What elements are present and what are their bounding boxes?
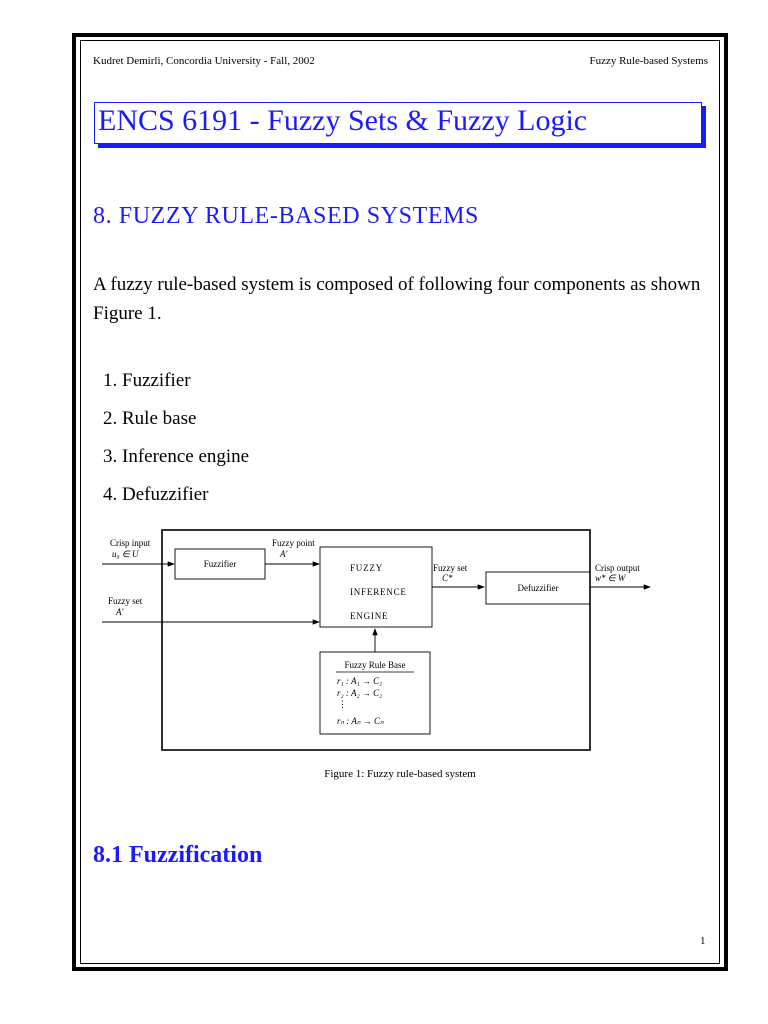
crisp-output-label: Crisp output — [595, 563, 640, 573]
rule-n: rₙ : Aₙ → Cₙ — [337, 716, 384, 726]
engine-label-line3: ENGINE — [350, 611, 388, 621]
list-item: 1. Fuzzifier — [103, 370, 191, 391]
fuzzy-system-diagram: Crisp input u₀ ∈ U Fuzzifier Fuzzy point… — [102, 529, 651, 751]
rule-dots: ⋮ — [338, 699, 347, 709]
fuzzy-point-label: Fuzzy point — [272, 538, 315, 548]
system-boundary — [161, 529, 591, 751]
fuzzy-point-var: A′ — [279, 549, 288, 559]
fuzzy-set-out-var: C* — [442, 573, 453, 583]
rule-base-title: Fuzzy Rule Base — [345, 660, 406, 670]
crisp-input-var: u₀ ∈ U — [112, 549, 139, 559]
figure-caption: Figure 1: Fuzzy rule-based system — [324, 768, 476, 780]
running-header-author: Kudret Demirli, Concordia University - F… — [93, 55, 315, 67]
page-number: 1 — [700, 935, 706, 947]
components-list: 1. Fuzzifier 2. Rule base 3. Inference e… — [103, 368, 249, 520]
rule-2: r₂ : A₂ → C₂ — [337, 688, 382, 698]
page-title: ENCS 6191 - Fuzzy Sets & Fuzzy Logic — [98, 104, 588, 137]
title-box — [94, 102, 702, 144]
fuzzy-set-in-label: Fuzzy set — [108, 596, 143, 606]
rule-1: r₁ : A₁ → C₁ — [337, 676, 382, 686]
page-outer-border — [72, 33, 728, 971]
fuzzifier-label: Fuzzifier — [204, 559, 236, 569]
list-item: 4. Defuzzifier — [103, 484, 209, 505]
list-item: 3. Inference engine — [103, 446, 250, 467]
subsection-heading: 8.1 Fuzzification — [93, 842, 263, 868]
crisp-output-var: w* ∈ W — [595, 573, 627, 583]
running-header-topic: Fuzzy Rule-based Systems — [589, 55, 708, 67]
fuzzy-set-in-var: A′ — [115, 607, 124, 617]
page-inner-border — [80, 40, 720, 964]
defuzzifier-label: Defuzzifier — [518, 583, 559, 593]
section-heading: 8. FUZZY RULE-BASED SYSTEMS — [93, 203, 480, 229]
list-item: 2. Rule base — [103, 408, 197, 429]
engine-label-line1: FUZZY — [350, 563, 383, 573]
engine-label-line2: INFERENCE — [350, 587, 407, 597]
crisp-input-label: Crisp input — [110, 538, 151, 548]
defuzzifier-block — [485, 571, 591, 605]
intro-paragraph: A fuzzy rule-based system is composed of… — [93, 274, 701, 324]
fuzzy-set-out-label: Fuzzy set — [433, 563, 468, 573]
